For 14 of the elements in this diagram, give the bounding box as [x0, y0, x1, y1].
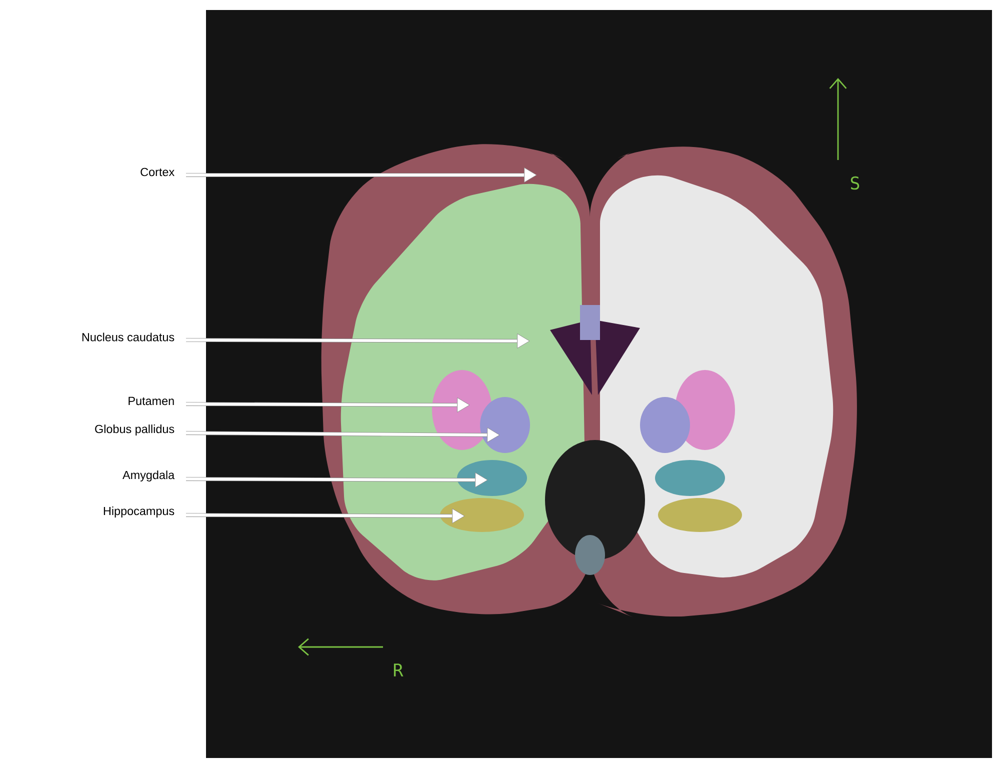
- direction-letter: S: [850, 176, 860, 190]
- structure-label: Globus pallidus: [95, 424, 174, 436]
- structure-label: Putamen: [128, 396, 174, 406]
- direction-letter: R: [394, 664, 404, 676]
- leader-arrow: [186, 397, 470, 412]
- leader-arrow: [186, 508, 465, 524]
- structure-label: Nucleus caudatus: [82, 332, 174, 342]
- leader-arrow: [186, 333, 530, 348]
- structure-label: Cortex: [140, 168, 174, 176]
- structure-label: Hippocampus: [104, 506, 174, 518]
- structure-label: Amygdala: [122, 470, 175, 482]
- leader-arrow: [186, 427, 500, 442]
- leader-arrow: [186, 472, 488, 488]
- leader-arrow: [186, 168, 537, 182]
